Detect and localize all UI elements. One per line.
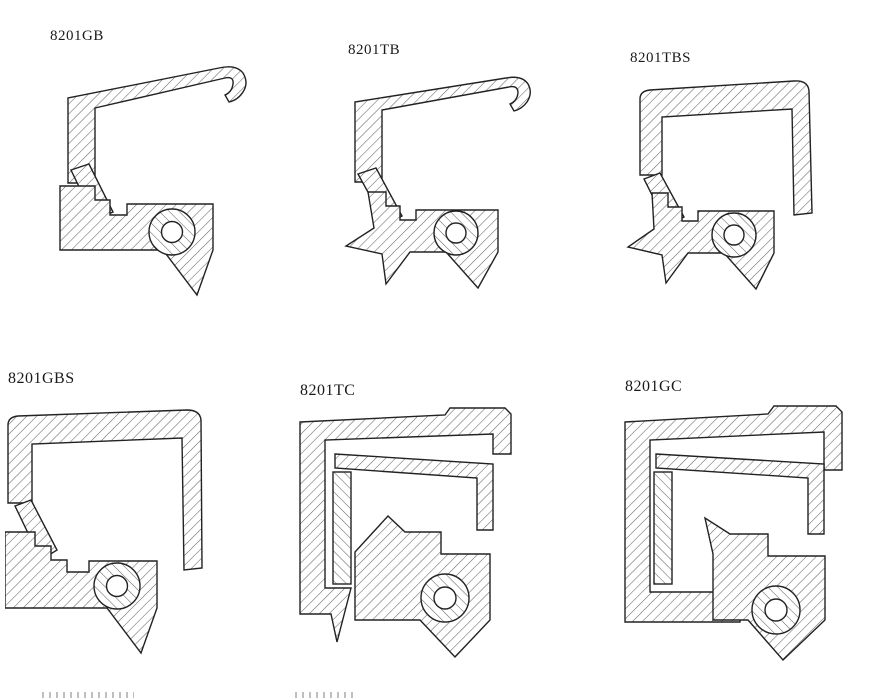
seal-case [354,76,531,183]
diagram-label: 8201GBS [8,370,75,387]
seal-case [639,80,813,216]
seal-profile-drawing [59,66,247,297]
seal-profile-drawing [344,76,531,290]
seal-diagram-8201GC: 8201GC [618,376,858,676]
diagram-label: 8201TB [348,42,401,58]
garter-spring-inner [723,224,745,246]
seal-diagram-8201TB: 8201TB [338,40,568,320]
diagram-label: 8201TC [300,382,356,399]
cropped-caption-fragment [295,692,357,698]
diagram-label: 8201GB [50,28,104,44]
garter-spring-inner [433,586,457,610]
seal-inner-arm [655,453,825,535]
seal-inner-strip [332,471,352,585]
diagram-label: 8201GC [625,378,683,395]
seal-profile-drawing [626,80,813,291]
seal-profile-drawing [624,405,843,662]
garter-spring-inner [160,220,184,244]
seal-profile-drawing [299,407,512,659]
seal-diagram-8201TC: 8201TC [293,380,528,675]
seal-outer-case [299,407,512,643]
seal-diagram-8201TBS: 8201TBS [618,48,848,323]
seal-case [67,66,247,184]
seal-diagram-8201GBS: 8201GBS [5,368,230,668]
seal-case [7,409,203,571]
garter-spring-inner [445,222,467,244]
seal-diagram-8201GB: 8201GB [48,26,278,316]
diagram-label: 8201TBS [630,50,692,66]
seal-inner-arm [334,453,494,531]
seal-inner-strip [653,471,673,585]
seal-body [5,531,158,655]
seal-lip-body [354,515,491,659]
garter-spring-inner [764,598,788,622]
seal-profile-drawing [5,409,203,655]
cropped-caption-fragment [42,692,134,698]
garter-spring-inner [105,574,129,598]
